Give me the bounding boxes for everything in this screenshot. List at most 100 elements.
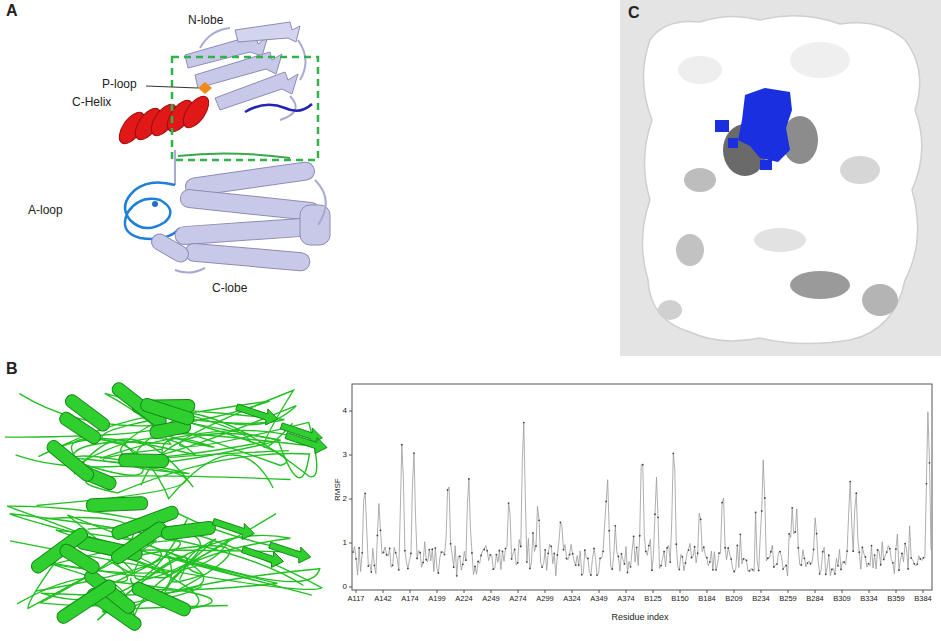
illustration-part xyxy=(511,558,513,560)
illustration-part xyxy=(285,433,327,454)
illustration-part xyxy=(734,590,735,593)
illustration-part xyxy=(404,550,406,552)
tick-label: B359 xyxy=(887,595,905,604)
illustration-part xyxy=(880,564,882,566)
illustration-part xyxy=(828,554,830,556)
illustration-part xyxy=(842,590,843,593)
illustration-part xyxy=(486,550,488,552)
illustration-part xyxy=(636,546,638,548)
tick-label: 1 xyxy=(343,538,347,547)
illustration-part xyxy=(114,92,213,148)
illustration-part xyxy=(738,88,792,162)
illustration-part xyxy=(761,510,763,512)
illustration-part xyxy=(349,499,352,500)
tick-label: B150 xyxy=(671,595,689,604)
panel-letter: C xyxy=(628,4,640,22)
illustration-part xyxy=(434,547,436,549)
illustration-part xyxy=(816,533,818,535)
illustration-part xyxy=(553,552,555,554)
illustration-part xyxy=(447,489,449,491)
illustration-part xyxy=(241,546,283,567)
illustration-part xyxy=(676,234,704,266)
tick-label: B125 xyxy=(644,595,662,604)
tick-label: 3 xyxy=(343,450,347,459)
illustration-part xyxy=(797,547,799,549)
illustration-part xyxy=(456,575,458,577)
illustration-part xyxy=(660,565,662,567)
illustration-part xyxy=(843,561,845,563)
illustration-part xyxy=(712,569,714,571)
tick-label: B209 xyxy=(725,595,743,604)
illustration-part xyxy=(807,562,809,564)
illustration-part xyxy=(608,530,610,532)
illustration-part xyxy=(788,590,789,593)
tick-label: 4 xyxy=(343,406,347,415)
illustration-part xyxy=(678,56,722,84)
illustration-part xyxy=(560,521,562,523)
illustration-part xyxy=(575,564,577,566)
illustration-part xyxy=(10,514,312,595)
illustration-part xyxy=(861,546,863,548)
illustration-part xyxy=(370,571,372,573)
illustration-part xyxy=(532,532,534,534)
illustration-part xyxy=(492,568,494,570)
illustration-part xyxy=(86,497,148,513)
illustration-part xyxy=(431,548,433,550)
illustration-part xyxy=(520,546,522,548)
axis-title: RMSF xyxy=(332,479,341,502)
illustration-part xyxy=(599,557,601,559)
illustration-part xyxy=(910,557,912,559)
illustration-part xyxy=(416,558,418,560)
illustration-part xyxy=(923,590,924,593)
tick-label: A174 xyxy=(401,595,419,604)
illustration-part xyxy=(245,104,312,112)
illustration-part xyxy=(367,565,369,567)
illustration-part xyxy=(459,555,461,557)
illustration-part xyxy=(541,566,543,568)
illustration-part xyxy=(45,438,97,484)
illustration-part xyxy=(706,557,708,559)
illustration-part xyxy=(913,563,915,565)
illustration-part xyxy=(179,189,320,222)
illustration-part xyxy=(718,552,720,554)
illustration-part xyxy=(709,561,711,563)
illustration-part xyxy=(566,558,568,560)
illustration-part xyxy=(794,531,796,533)
illustration-part xyxy=(572,553,574,555)
illustration-part xyxy=(477,560,479,562)
illustration-part xyxy=(422,562,424,564)
illustration-part xyxy=(874,554,876,556)
illustration-part xyxy=(58,542,102,576)
illustration-part xyxy=(563,549,565,551)
panel-letter: B xyxy=(6,360,18,378)
illustration-part xyxy=(450,543,452,545)
illustration-part xyxy=(654,513,656,515)
illustration-part xyxy=(464,590,465,593)
illustration-part xyxy=(728,138,738,148)
illustration-part xyxy=(593,548,595,550)
illustration-part xyxy=(895,548,897,550)
illustration-part xyxy=(349,411,352,412)
illustration-part xyxy=(642,464,644,466)
illustration-part xyxy=(200,28,306,120)
illustration-part xyxy=(438,572,440,574)
illustration-part xyxy=(715,569,717,571)
illustration-part xyxy=(178,153,290,158)
illustration-part xyxy=(746,560,748,562)
illustration-part xyxy=(236,404,278,425)
illustration-part xyxy=(840,156,880,184)
illustration-part xyxy=(572,590,573,593)
illustration-part xyxy=(685,562,687,564)
illustration-part xyxy=(495,554,497,556)
region-label: C-lobe xyxy=(212,282,247,296)
illustration-part xyxy=(130,580,192,618)
illustration-part xyxy=(889,548,891,550)
illustration-part xyxy=(373,564,375,566)
illustration-part xyxy=(535,545,537,547)
illustration-part xyxy=(413,452,415,454)
region-label: C-Helix xyxy=(72,96,111,110)
illustration-part xyxy=(658,300,682,320)
illustration-part xyxy=(502,551,504,553)
illustration-part xyxy=(453,566,455,568)
illustration-part xyxy=(877,549,879,551)
